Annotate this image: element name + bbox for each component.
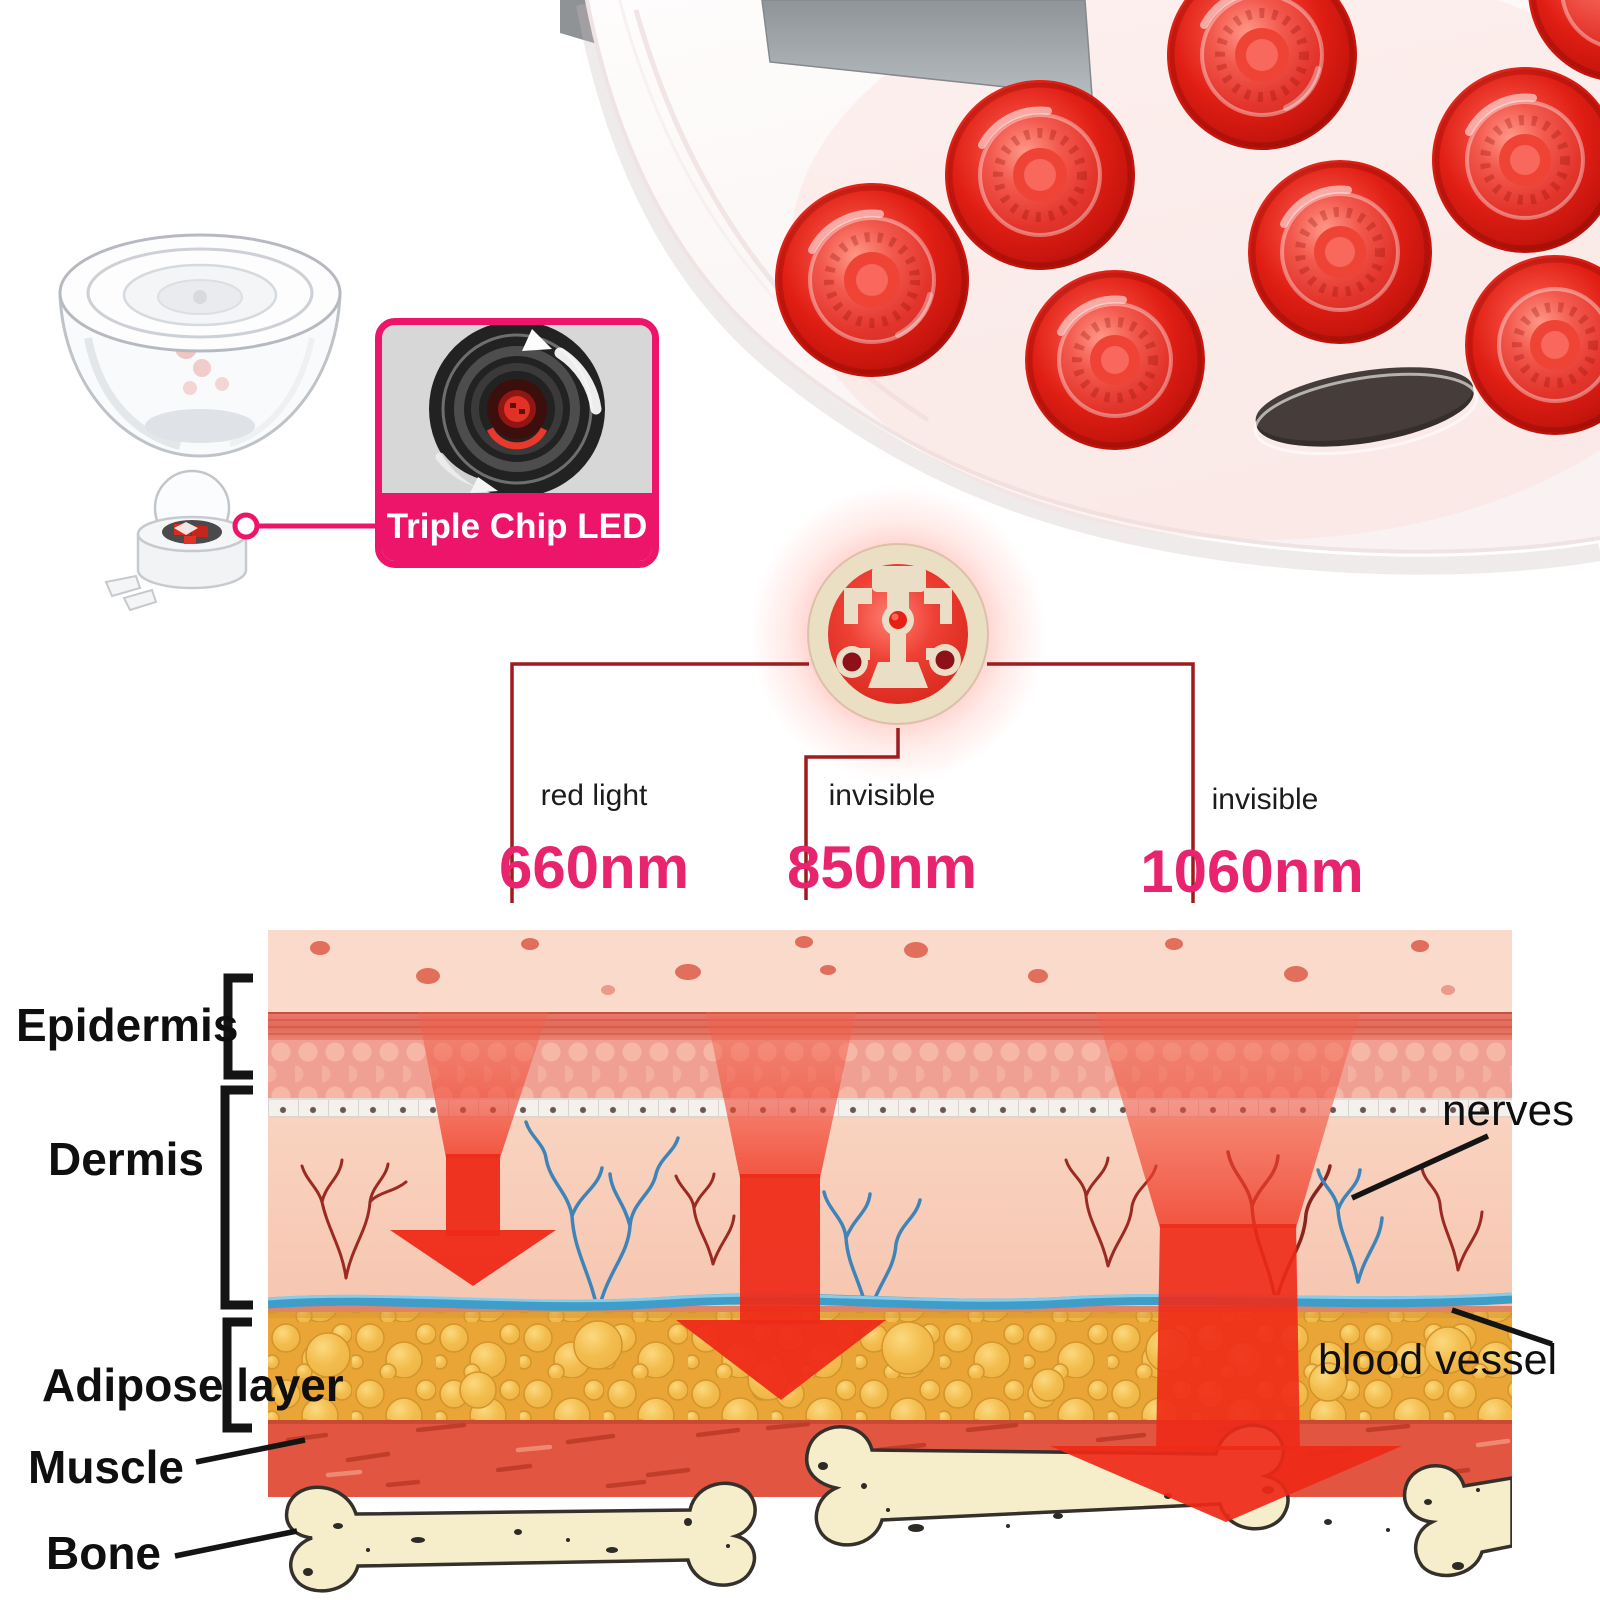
blood-vessel-line	[268, 1292, 1512, 1311]
led-lamp	[945, 80, 1135, 270]
wavelength-type-label: invisible	[828, 779, 936, 812]
layer-label-epidermis: Epidermis	[16, 999, 239, 1051]
skin-cross-section	[268, 930, 1512, 1600]
wavelength-type-label: invisible	[1211, 783, 1319, 816]
layer-label-dermis: Dermis	[48, 1133, 204, 1185]
led-lamp	[1167, 0, 1357, 150]
wavelength-column-1060: invisible 1060nm	[1140, 782, 1363, 904]
arrow-660nm	[390, 1230, 556, 1286]
annotation-nerves: nerves	[1442, 1086, 1575, 1135]
dermis-base-strip	[268, 1306, 1512, 1315]
beam-660nm	[418, 1012, 548, 1158]
chip-svg	[750, 486, 1046, 782]
layer-label-adipose: Adipose layer	[42, 1359, 344, 1411]
led-lamp	[775, 183, 969, 377]
led-module-illustration	[104, 469, 248, 612]
skin-surface-pores	[310, 936, 1455, 995]
dermis-bracket	[220, 1085, 253, 1310]
led-lamp-array	[775, 0, 1600, 450]
light-penetration-beams	[390, 1012, 1402, 1522]
arrow-1060nm	[1050, 1446, 1402, 1522]
led-chip-diagram	[748, 484, 1048, 784]
triple-chip-led-callout: Triple Chip LED	[375, 318, 659, 568]
wavelength-column-660: red light 660nm	[499, 778, 689, 900]
wavelength-value: 850nm	[786, 834, 978, 901]
layer-label-bone: Bone	[46, 1527, 161, 1579]
led-lens-closeup	[58, 233, 342, 612]
led-lamp	[1465, 255, 1600, 435]
callout-label: Triple Chip LED	[382, 493, 652, 561]
device-vent-hole	[1253, 367, 1479, 456]
wavelength-column-850: invisible 850nm	[787, 778, 977, 900]
arrow-850nm	[676, 1320, 886, 1400]
skin-detail-overlay	[268, 936, 1512, 1593]
layer-label-muscle: Muscle	[28, 1441, 184, 1493]
callout-photo	[382, 325, 652, 493]
led-macro-photo	[429, 325, 605, 493]
led-lamp	[1025, 270, 1205, 450]
led-lamp	[1432, 67, 1600, 253]
beam-1060nm	[1096, 1012, 1360, 1228]
wavelength-type-label: red light	[540, 779, 648, 812]
led-lamp	[1528, 0, 1600, 80]
led-lamp	[1248, 160, 1432, 344]
therapy-device-illustration	[560, 0, 1600, 575]
beam-850nm	[706, 1012, 856, 1178]
wavelength-value: 1060nm	[1140, 838, 1364, 905]
annotation-blood-vessel: blood vessel	[1318, 1336, 1558, 1384]
wavelength-value: 660nm	[498, 834, 690, 901]
